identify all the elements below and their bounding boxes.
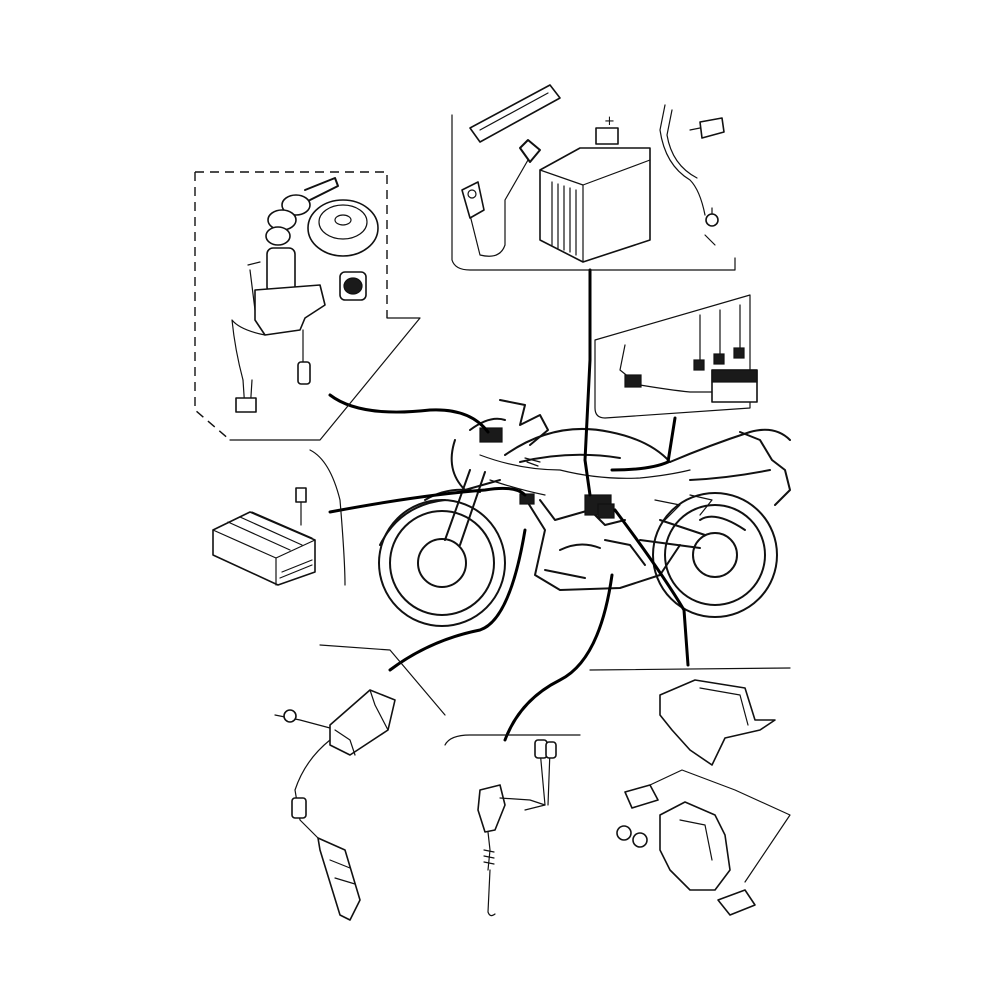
battery-icon: + — [539, 114, 651, 263]
ignition-coil-group — [274, 644, 446, 921]
fuse-box-icon — [619, 304, 758, 403]
lock-cover-icon — [307, 199, 379, 257]
battery-strap-icon — [469, 84, 561, 143]
battery-terminal-mark: + — [604, 114, 615, 129]
motorcycle-silhouette — [378, 399, 791, 627]
fuse-location-icon — [597, 503, 615, 519]
ignition-coil-icon — [274, 689, 396, 921]
lead-lines — [328, 268, 690, 742]
rectifier-regulator-group — [212, 449, 346, 586]
battery-positive-lead-icon — [461, 139, 541, 257]
battery-negative-lead-icon — [659, 104, 725, 246]
ignition-key-switch-icon — [231, 177, 339, 413]
coil-connector-icon — [519, 493, 535, 505]
headlight-connector-icon — [479, 427, 503, 443]
rear-wheel — [652, 492, 778, 618]
neutral-switch-group — [444, 734, 581, 917]
lock-cylinder-icon — [339, 271, 367, 301]
rectifier-regulator-icon — [212, 487, 316, 586]
starter-relay-group — [589, 667, 791, 916]
starter-relay-icon — [616, 769, 791, 916]
relay-cover-icon — [659, 679, 776, 766]
front-wheel — [378, 499, 506, 627]
main-switch-group — [194, 171, 421, 441]
battery-group: + — [451, 84, 736, 271]
neutral-switch-icon — [477, 739, 557, 917]
fuse-box-group — [594, 294, 758, 419]
